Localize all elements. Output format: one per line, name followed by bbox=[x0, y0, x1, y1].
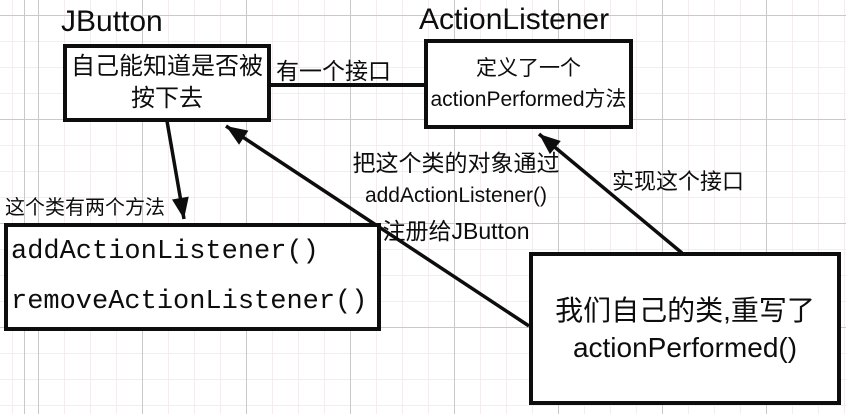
jbutton-note-line: 自己能知道是否被 bbox=[71, 53, 263, 80]
jbutton-methods-box: addActionListener() removeActionListener… bbox=[4, 223, 381, 331]
register-note-line: 把这个类的对象通过 bbox=[352, 150, 560, 176]
implements-interface-label: 实现这个接口 bbox=[612, 169, 745, 194]
has-interface-label: 有一个接口 bbox=[276, 58, 391, 84]
our-class-line: actionPerformed() bbox=[572, 331, 798, 363]
method-line: addActionListener() bbox=[11, 237, 319, 267]
register-note: 把这个类的对象通过 addActionListener() 注册给JButton bbox=[345, 150, 567, 249]
our-class-line: 我们自己的类,重写了 bbox=[555, 294, 815, 326]
arrow-jbutton-to-methods bbox=[165, 120, 189, 220]
jbutton-note-box: 自己能知道是否被 按下去 bbox=[63, 44, 271, 122]
actionlistener-note-line: 定义了一个 bbox=[476, 57, 581, 80]
jbutton-title: JButton bbox=[61, 5, 163, 38]
method-line: removeActionListener() bbox=[11, 287, 368, 317]
register-note-line: addActionListener() bbox=[364, 184, 548, 207]
two-methods-label: 这个类有两个方法 bbox=[5, 197, 165, 219]
our-class-box: 我们自己的类,重写了 actionPerformed() bbox=[529, 252, 841, 405]
actionlistener-note-line: actionPerformed方法 bbox=[430, 88, 627, 111]
register-note-line: 注册给JButton bbox=[382, 218, 530, 244]
jbutton-note-line: 按下去 bbox=[131, 85, 203, 112]
actionlistener-note-box: 定义了一个 actionPerformed方法 bbox=[424, 39, 633, 129]
actionlistener-title: ActionListener bbox=[419, 3, 610, 36]
